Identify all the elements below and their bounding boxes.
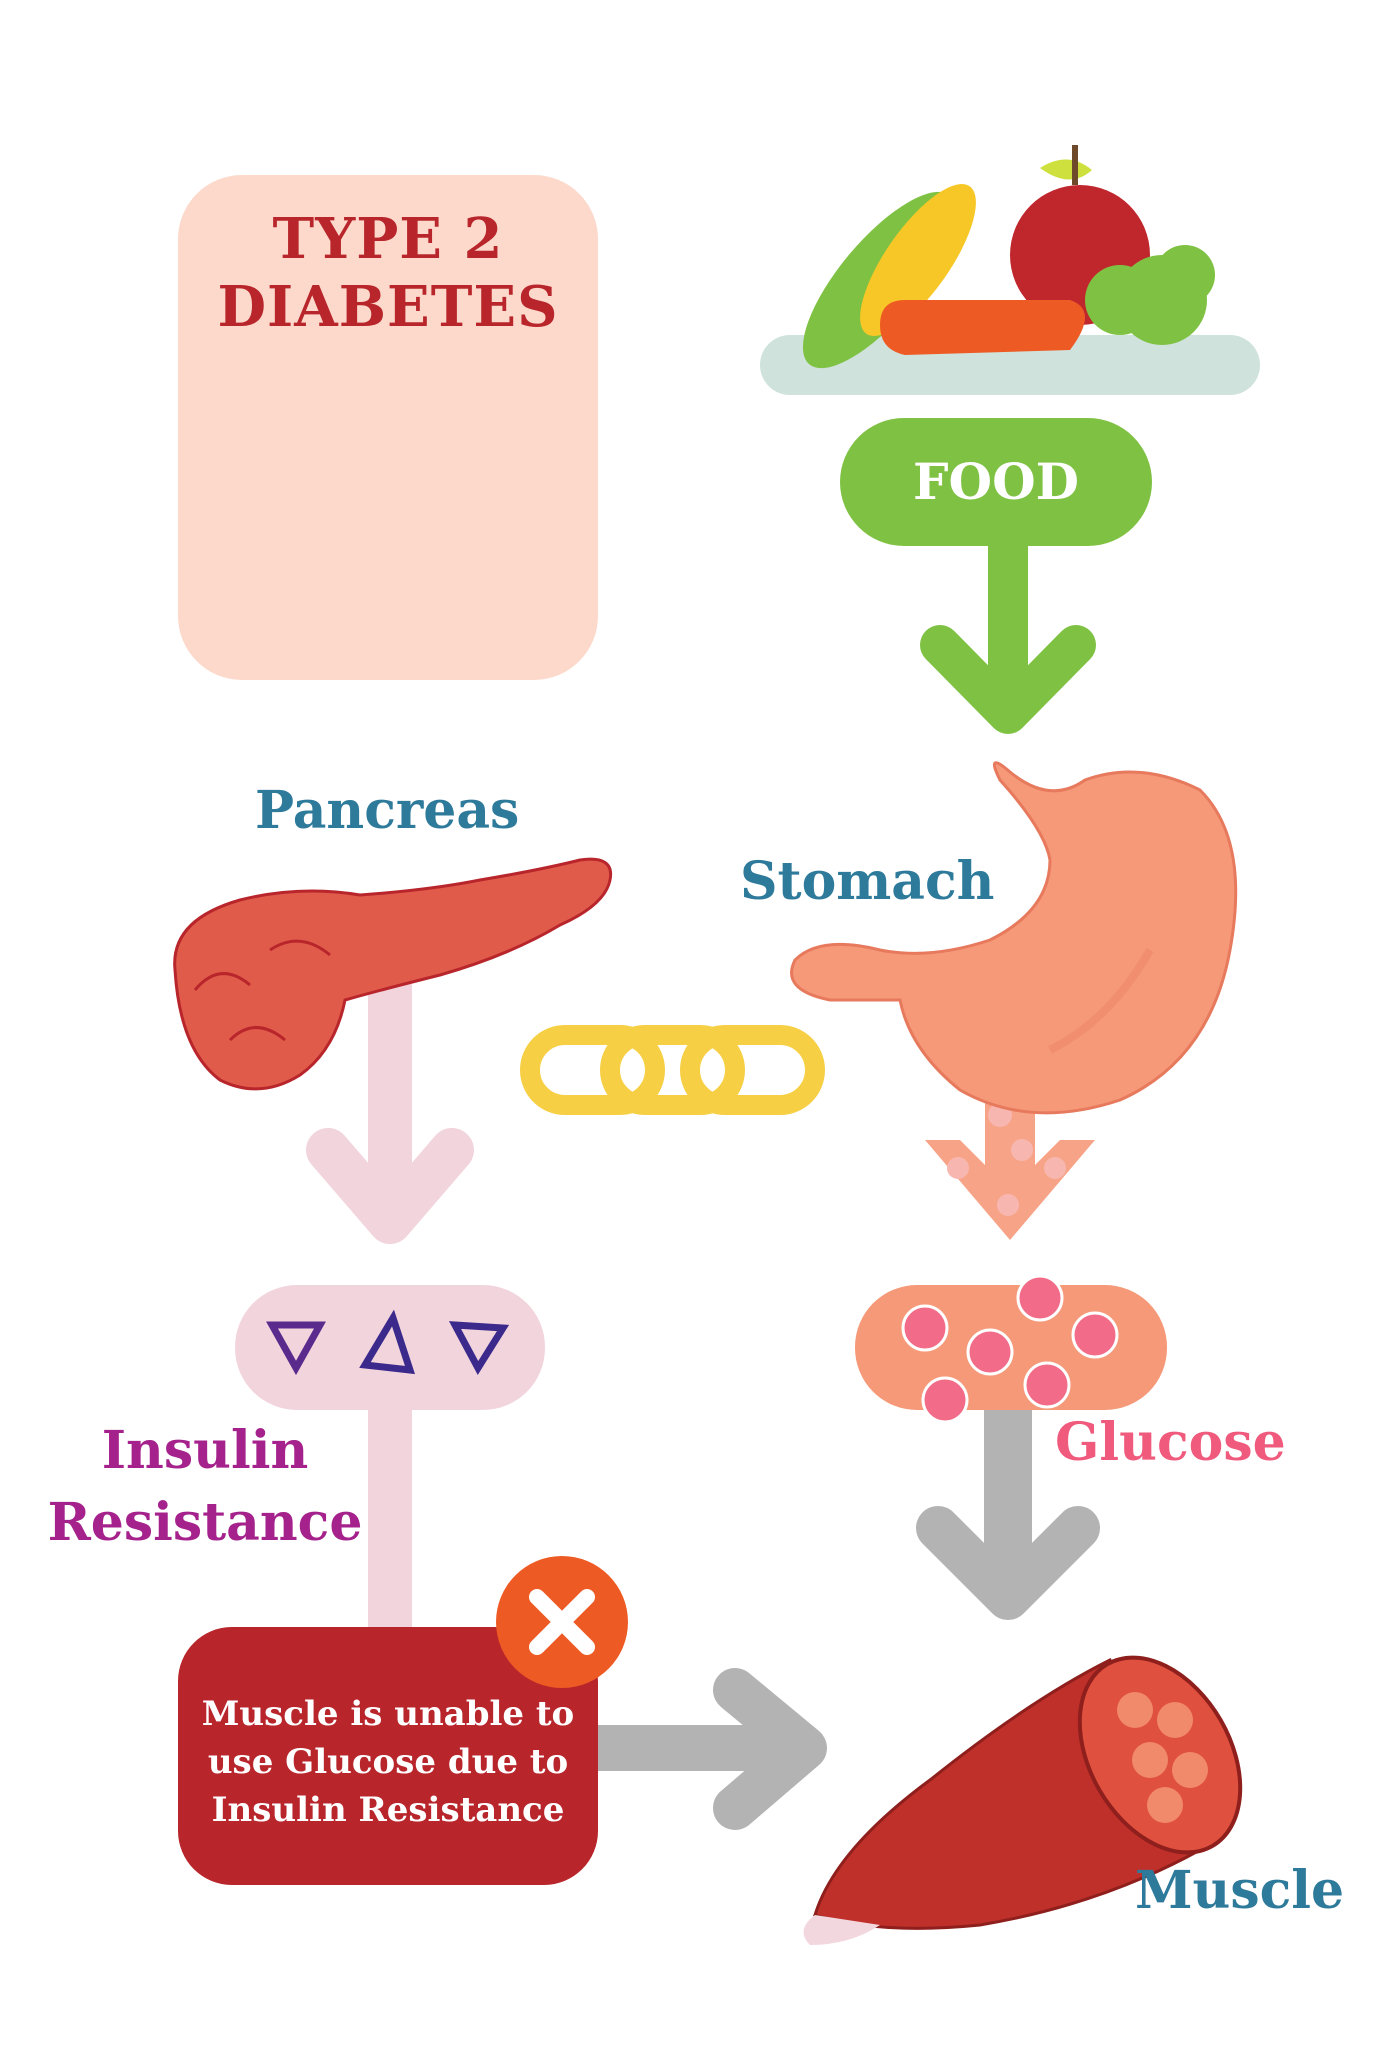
food-label: FOOD <box>913 452 1079 511</box>
food-pill <box>840 418 1152 546</box>
muscle-icon <box>803 1655 1243 1945</box>
title-card <box>178 175 598 680</box>
food-plate-icon <box>760 145 1260 395</box>
pancreas-icon <box>173 857 613 1091</box>
chain-link-icon <box>520 1025 825 1115</box>
glucose-label: Glucose <box>1055 1412 1286 1473</box>
insulin-connector <box>368 1380 412 1630</box>
stomach-label: Stomach <box>740 851 995 912</box>
page-title: TYPE 2 DIABETES <box>217 206 559 340</box>
warning-to-muscle-arrow <box>595 1668 827 1830</box>
muscle-label: Muscle <box>1135 1860 1345 1921</box>
pancreas-down-arrow <box>306 975 474 1244</box>
insulin-resistance-label: Insulin Resistance <box>47 1420 363 1553</box>
stomach-icon <box>790 761 1238 1115</box>
glucose-molecule-icon <box>855 1274 1167 1424</box>
food-down-arrow <box>920 540 1096 734</box>
pancreas-label: Pancreas <box>255 780 520 841</box>
x-icon <box>496 1556 628 1688</box>
insulin-molecule-icon <box>235 1285 545 1410</box>
warning-text: Muscle is unable to use Glucose due to I… <box>201 1694 575 1830</box>
glucose-down-arrow <box>916 1385 1100 1620</box>
